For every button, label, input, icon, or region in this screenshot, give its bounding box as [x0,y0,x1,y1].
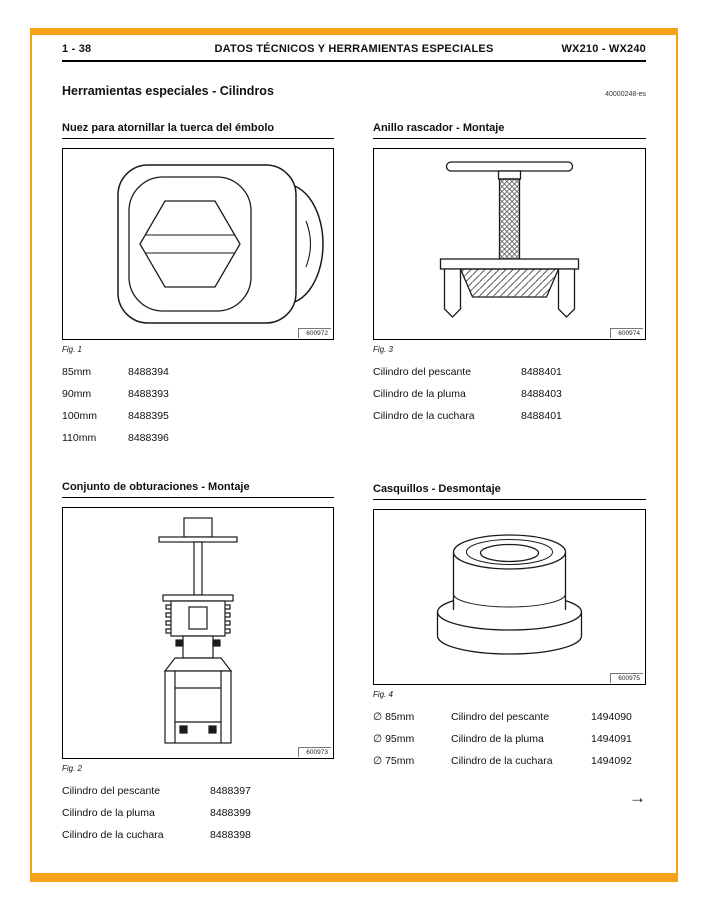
figure-2-box: 600973 [62,507,334,759]
socket-drawing [117,164,324,324]
table-row: ∅ 75mm Cilindro de la cuchara 1494092 [373,750,646,772]
part-number: 8488401 [521,410,562,422]
part-diameter: ∅ 85mm [373,711,415,723]
table-row: Cilindro de la cuchara 8488398 [62,824,334,846]
left-column: Nuez para atornillar la tuerca del émbol… [62,122,334,846]
figure-caption: Fig. 3 [373,345,394,354]
table-row: ∅ 95mm Cilindro de la pluma 1494091 [373,728,646,750]
parts-table: Cilindro del pescante 8488401 Cilindro d… [373,361,646,427]
section-obturaciones: Conjunto de obturaciones - Montaje [62,481,334,846]
table-row: Cilindro de la pluma 8488399 [62,802,334,824]
title-row: Herramientas especiales - Cilindros 4000… [62,84,646,98]
part-label: Cilindro de la cuchara [62,829,164,841]
figure-caption: Fig. 2 [62,764,83,773]
header-page-number: 1 - 38 [62,43,92,55]
section-anillo-rascador: Anillo rascador - Montaje [373,122,646,427]
part-label: Cilindro de la cuchara [451,755,553,767]
part-number: 8488395 [128,410,169,422]
figure-code: 600973 [298,746,331,757]
figure-code: 600974 [610,327,643,338]
part-number: 1494090 [591,711,632,723]
part-number: 8488394 [128,366,169,378]
part-number: 8488398 [210,829,251,841]
part-number: 1494092 [591,755,632,767]
two-column-layout: Nuez para atornillar la tuerca del émbol… [62,122,646,846]
part-number: 8488403 [521,388,562,400]
figure-code: 600975 [610,672,643,683]
table-row: ∅ 85mm Cilindro del pescante 1494090 [373,706,646,728]
part-label: Cilindro del pescante [373,366,472,378]
part-number: 1494091 [591,733,632,745]
part-size: 90mm [62,388,92,400]
figure-caption: Fig. 4 [373,690,394,699]
parts-table: ∅ 85mm Cilindro del pescante 1494090 ∅ 9… [373,706,646,772]
section-title: Nuez para atornillar la tuerca del émbol… [62,122,334,139]
parts-table: Cilindro del pescante 8488397 Cilindro d… [62,780,334,846]
bushing-drawing [436,534,583,655]
part-label: Cilindro de la pluma [373,388,466,400]
part-diameter: ∅ 75mm [373,755,415,767]
part-number: 8488393 [128,388,169,400]
header-model: WX210 - WX240 [561,43,646,55]
part-diameter: ∅ 95mm [373,733,415,745]
page-frame: 1 - 38 DATOS TÉCNICOS Y HERRAMIENTAS ESP… [30,28,678,882]
figure-code: 600972 [298,327,331,338]
header-title: DATOS TÉCNICOS Y HERRAMIENTAS ESPECIALES [214,43,494,55]
page-title: Herramientas especiales - Cilindros [62,84,274,98]
part-label: Cilindro de la pluma [451,733,544,745]
part-label: Cilindro del pescante [62,785,161,797]
figure-caption: Fig. 1 [62,345,83,354]
table-row: 100mm 8488395 [62,405,334,427]
table-row: Cilindro del pescante 8488397 [62,780,334,802]
figure-4-box: 600975 [373,509,646,685]
table-row: Cilindro de la cuchara 8488401 [373,405,646,427]
table-row: Cilindro del pescante 8488401 [373,361,646,383]
figure-1-box: 600972 [62,148,334,340]
part-label: Cilindro de la cuchara [373,410,475,422]
section-nuez: Nuez para atornillar la tuerca del émbol… [62,122,334,449]
part-size: 100mm [62,410,98,422]
part-label: Cilindro de la pluma [62,807,155,819]
table-row: 90mm 8488393 [62,383,334,405]
section-title: Conjunto de obturaciones - Montaje [62,481,334,498]
section-title: Anillo rascador - Montaje [373,122,646,139]
table-row: Cilindro de la pluma 8488403 [373,383,646,405]
table-row: 85mm 8488394 [62,361,334,383]
doc-code: 40000248-es [605,91,646,98]
page-header: 1 - 38 DATOS TÉCNICOS Y HERRAMIENTAS ESP… [62,37,646,62]
table-row: 110mm 8488396 [62,427,334,449]
part-number: 8488396 [128,432,169,444]
figure-3-box: 600974 [373,148,646,340]
part-number: 8488397 [210,785,251,797]
parts-table: 85mm 8488394 90mm 8488393 100mm 8488395 … [62,361,334,449]
section-title: Casquillos - Desmontaje [373,483,646,500]
next-page-arrow-icon: → [629,788,646,807]
part-size: 110mm [62,432,97,444]
part-size: 85mm [62,366,92,378]
part-number: 8488401 [521,366,562,378]
part-number: 8488399 [210,807,251,819]
right-column: Anillo rascador - Montaje [373,122,646,808]
section-casquillos: Casquillos - Desmontaje [373,483,646,772]
seal-kit-drawing [158,517,238,744]
scraper-ring-tool-drawing [439,161,580,318]
part-label: Cilindro del pescante [451,711,550,723]
